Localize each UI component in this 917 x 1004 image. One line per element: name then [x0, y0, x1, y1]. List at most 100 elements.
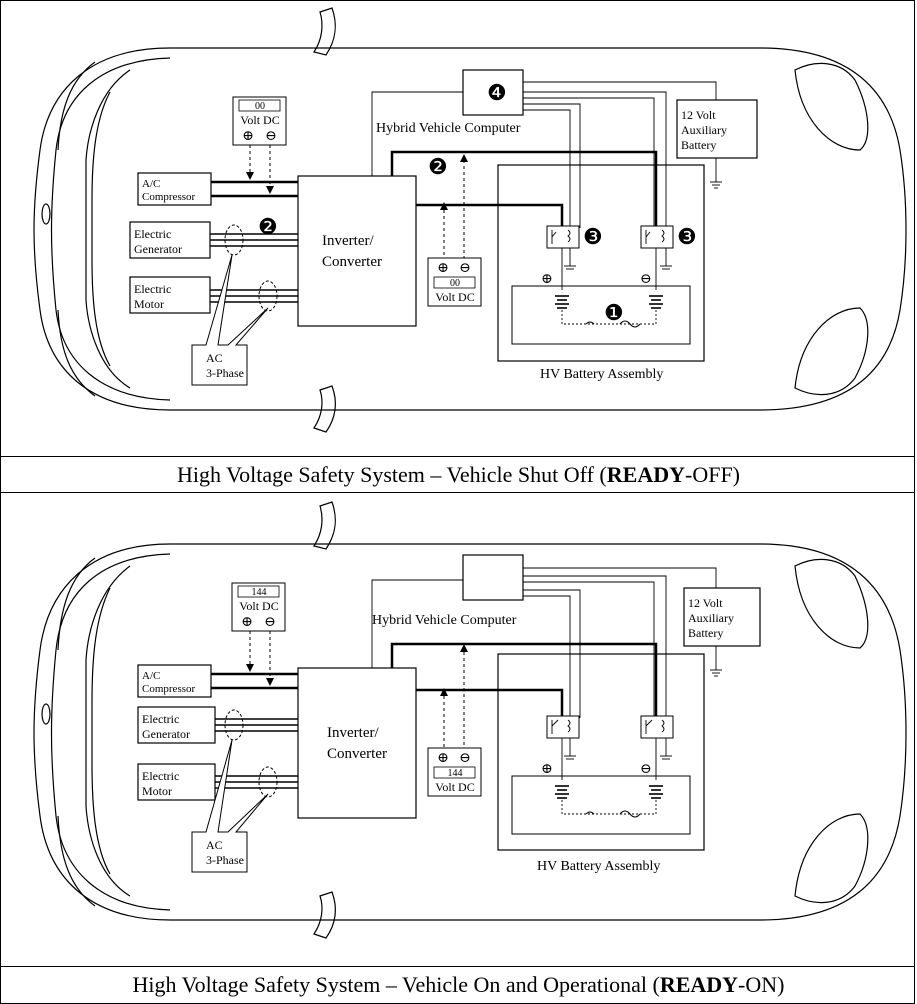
- hv-bus: [390, 150, 658, 226]
- meter-top-neg: ⊖: [264, 615, 276, 630]
- generator-line2: Generator: [134, 242, 182, 256]
- ac-phase-callout: [191, 739, 269, 873]
- car-outline: [33, 7, 907, 433]
- battery-assembly-inner: [511, 285, 691, 345]
- meter-top-arrow-1: [246, 172, 254, 180]
- meter-mid-neg: ⊖: [459, 261, 471, 276]
- relays: [546, 225, 674, 249]
- diagram-ready-off: ❹ Hybrid Vehicle Computer 12 Volt Auxili…: [33, 7, 907, 433]
- ac-phase-line2: 3-Phase: [206, 853, 244, 867]
- inverter-line2: Converter: [327, 746, 387, 762]
- inverter-line1: Inverter/: [327, 725, 379, 741]
- phase-ellipses: [224, 224, 278, 312]
- caption-suffix: -ON): [738, 972, 785, 997]
- ac-phase-line1: AC: [206, 838, 223, 852]
- battery-cells: [555, 295, 663, 309]
- generator-line1: Electric: [142, 712, 179, 726]
- car-outline: [33, 501, 907, 939]
- meter-top-arrow-2: [266, 678, 274, 686]
- inverter-line1: Inverter/: [322, 233, 374, 249]
- meter-mid-value: 144: [448, 768, 463, 779]
- aux-battery-box: [683, 587, 761, 647]
- meter-top-pos: ⊕: [242, 129, 254, 144]
- meter-mid-display: [433, 766, 476, 779]
- ac-compressor-line2: Compressor: [142, 191, 196, 203]
- aux-battery-line1: 12 Volt: [681, 108, 716, 122]
- battery-minus: ⊖: [640, 762, 652, 777]
- service-plug-fuse: [585, 320, 641, 328]
- marker-4: ❹: [487, 80, 507, 105]
- motor-box: [129, 276, 211, 314]
- marker-3b: ❸: [677, 224, 697, 249]
- motor-line2: Motor: [142, 784, 172, 798]
- meter-mid-arrow-2: [460, 644, 468, 652]
- caption-prefix: High Voltage Safety System – Vehicle On …: [132, 972, 660, 997]
- meter-mid-unit: Volt DC: [435, 780, 474, 794]
- meter-mid-leads: [443, 652, 465, 748]
- meter-mid-pos: ⊕: [437, 261, 449, 276]
- battery-assembly-outer: [497, 653, 705, 851]
- marker-2b: ❷: [428, 154, 448, 179]
- aux-battery-line1: 12 Volt: [688, 596, 723, 610]
- motor-box: [137, 763, 216, 801]
- battery-plus: ⊕: [541, 762, 553, 777]
- ac-compressor-line1: A/C: [142, 670, 160, 682]
- battery-internal-wiring: [561, 800, 657, 815]
- meter-top-arrow-1: [246, 664, 254, 672]
- caption-bold: READY: [659, 972, 739, 997]
- caption-bold: READY: [606, 462, 685, 487]
- control-wiring: [371, 81, 722, 228]
- relay-internals: [551, 719, 672, 780]
- battery-minus: ⊖: [640, 272, 652, 287]
- battery-plus: ⊕: [541, 272, 553, 287]
- meter-mid-display: [433, 276, 476, 289]
- motor-line1: Electric: [142, 769, 179, 783]
- relay-internals: [551, 229, 672, 290]
- meter-mid-value: 00: [450, 278, 460, 289]
- ac-compressor-bus: [211, 180, 298, 198]
- meter-top-pos: ⊕: [241, 615, 253, 630]
- meter-mid-unit: Volt DC: [435, 290, 474, 304]
- aux-battery-line2: Auxiliary: [688, 611, 734, 625]
- inverter-line2: Converter: [322, 254, 382, 270]
- caption-ready-off: High Voltage Safety System – Vehicle Shu…: [0, 458, 917, 492]
- hybrid-computer-box: [462, 69, 524, 116]
- marker-1: ❶: [604, 300, 624, 325]
- ac-compressor-bus: [211, 672, 298, 690]
- battery-assembly-inner: [511, 775, 691, 835]
- inverter-box: [297, 667, 417, 819]
- diagram-ready-on: Hybrid Vehicle Computer 12 Volt Auxiliar…: [33, 501, 907, 939]
- aux-battery-line3: Battery: [681, 138, 716, 152]
- hybrid-computer-label: Hybrid Vehicle Computer: [376, 121, 521, 136]
- battery-assembly-label: HV Battery Assembly: [537, 859, 660, 874]
- caption-box-ready-off: [0, 456, 915, 493]
- meter-top-display: [237, 585, 280, 598]
- hybrid-computer-box: [462, 554, 524, 601]
- meter-mid-neg: ⊖: [459, 751, 471, 766]
- caption-suffix: -OFF): [685, 462, 741, 487]
- caption-box-ready-on: [0, 966, 915, 1004]
- motor-line1: Electric: [134, 282, 171, 296]
- aux-battery-line2: Auxiliary: [681, 123, 727, 137]
- battery-assembly-outer: [497, 164, 705, 362]
- phase-ellipses: [224, 709, 278, 798]
- ac-phase-line1: AC: [206, 351, 223, 365]
- meter-top-arrow-2: [266, 186, 274, 194]
- caption-prefix: High Voltage Safety System – Vehicle Shu…: [176, 462, 607, 487]
- meter-top-value: 144: [252, 587, 267, 598]
- control-wiring: [371, 567, 722, 718]
- meter-top-unit: Volt DC: [240, 113, 279, 127]
- three-phase-lines: [215, 718, 298, 789]
- aux-battery-box: [676, 99, 758, 159]
- meter-top-display: [238, 99, 281, 112]
- ac-phase-line2: 3-Phase: [206, 366, 244, 380]
- hybrid-computer-label: Hybrid Vehicle Computer: [372, 613, 517, 628]
- meter-top-unit: Volt DC: [239, 599, 278, 613]
- battery-cells: [555, 785, 663, 799]
- meter-mid-arrow-2: [460, 154, 468, 162]
- meter-mid-leads: [443, 160, 465, 258]
- meter-top-neg: ⊖: [265, 129, 277, 144]
- battery-assembly-label: HV Battery Assembly: [540, 367, 663, 382]
- meter-mid-pos: ⊕: [437, 751, 449, 766]
- generator-box: [137, 706, 216, 744]
